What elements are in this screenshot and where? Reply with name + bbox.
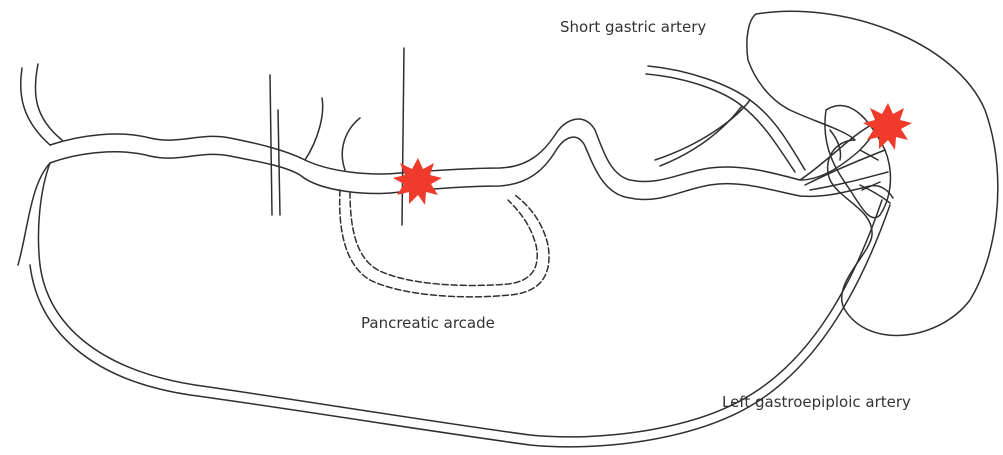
short-gastric-branch-upper (655, 100, 750, 160)
vessel-loop-2 (342, 118, 360, 170)
hilar-branch-4 (860, 185, 890, 203)
short-gastric-branch-lower (660, 106, 742, 166)
splenic-artery-upper (50, 110, 888, 181)
vertical-vessel-1 (270, 75, 272, 215)
short-gastric-artery-lower (646, 74, 795, 172)
pancreatic-arcade-outer (340, 190, 549, 297)
pancreatic-arcade-inner (350, 192, 537, 285)
vessel-branch-left-b (35, 64, 62, 140)
label-short-gastric-artery: Short gastric artery (560, 18, 706, 36)
vertical-vessel-2 (402, 48, 404, 225)
vessel-loop-1 (305, 98, 323, 160)
spleen-outline (747, 11, 998, 335)
vertical-vessel-1b (278, 110, 280, 215)
bleeding-point-splenic-hilum (863, 103, 912, 150)
label-pancreatic-arcade: Pancreatic arcade (361, 314, 495, 332)
label-left-gastroepiploic-artery: Left gastroepiploic artery (722, 393, 911, 411)
bleeding-point-pancreatic (393, 158, 442, 205)
